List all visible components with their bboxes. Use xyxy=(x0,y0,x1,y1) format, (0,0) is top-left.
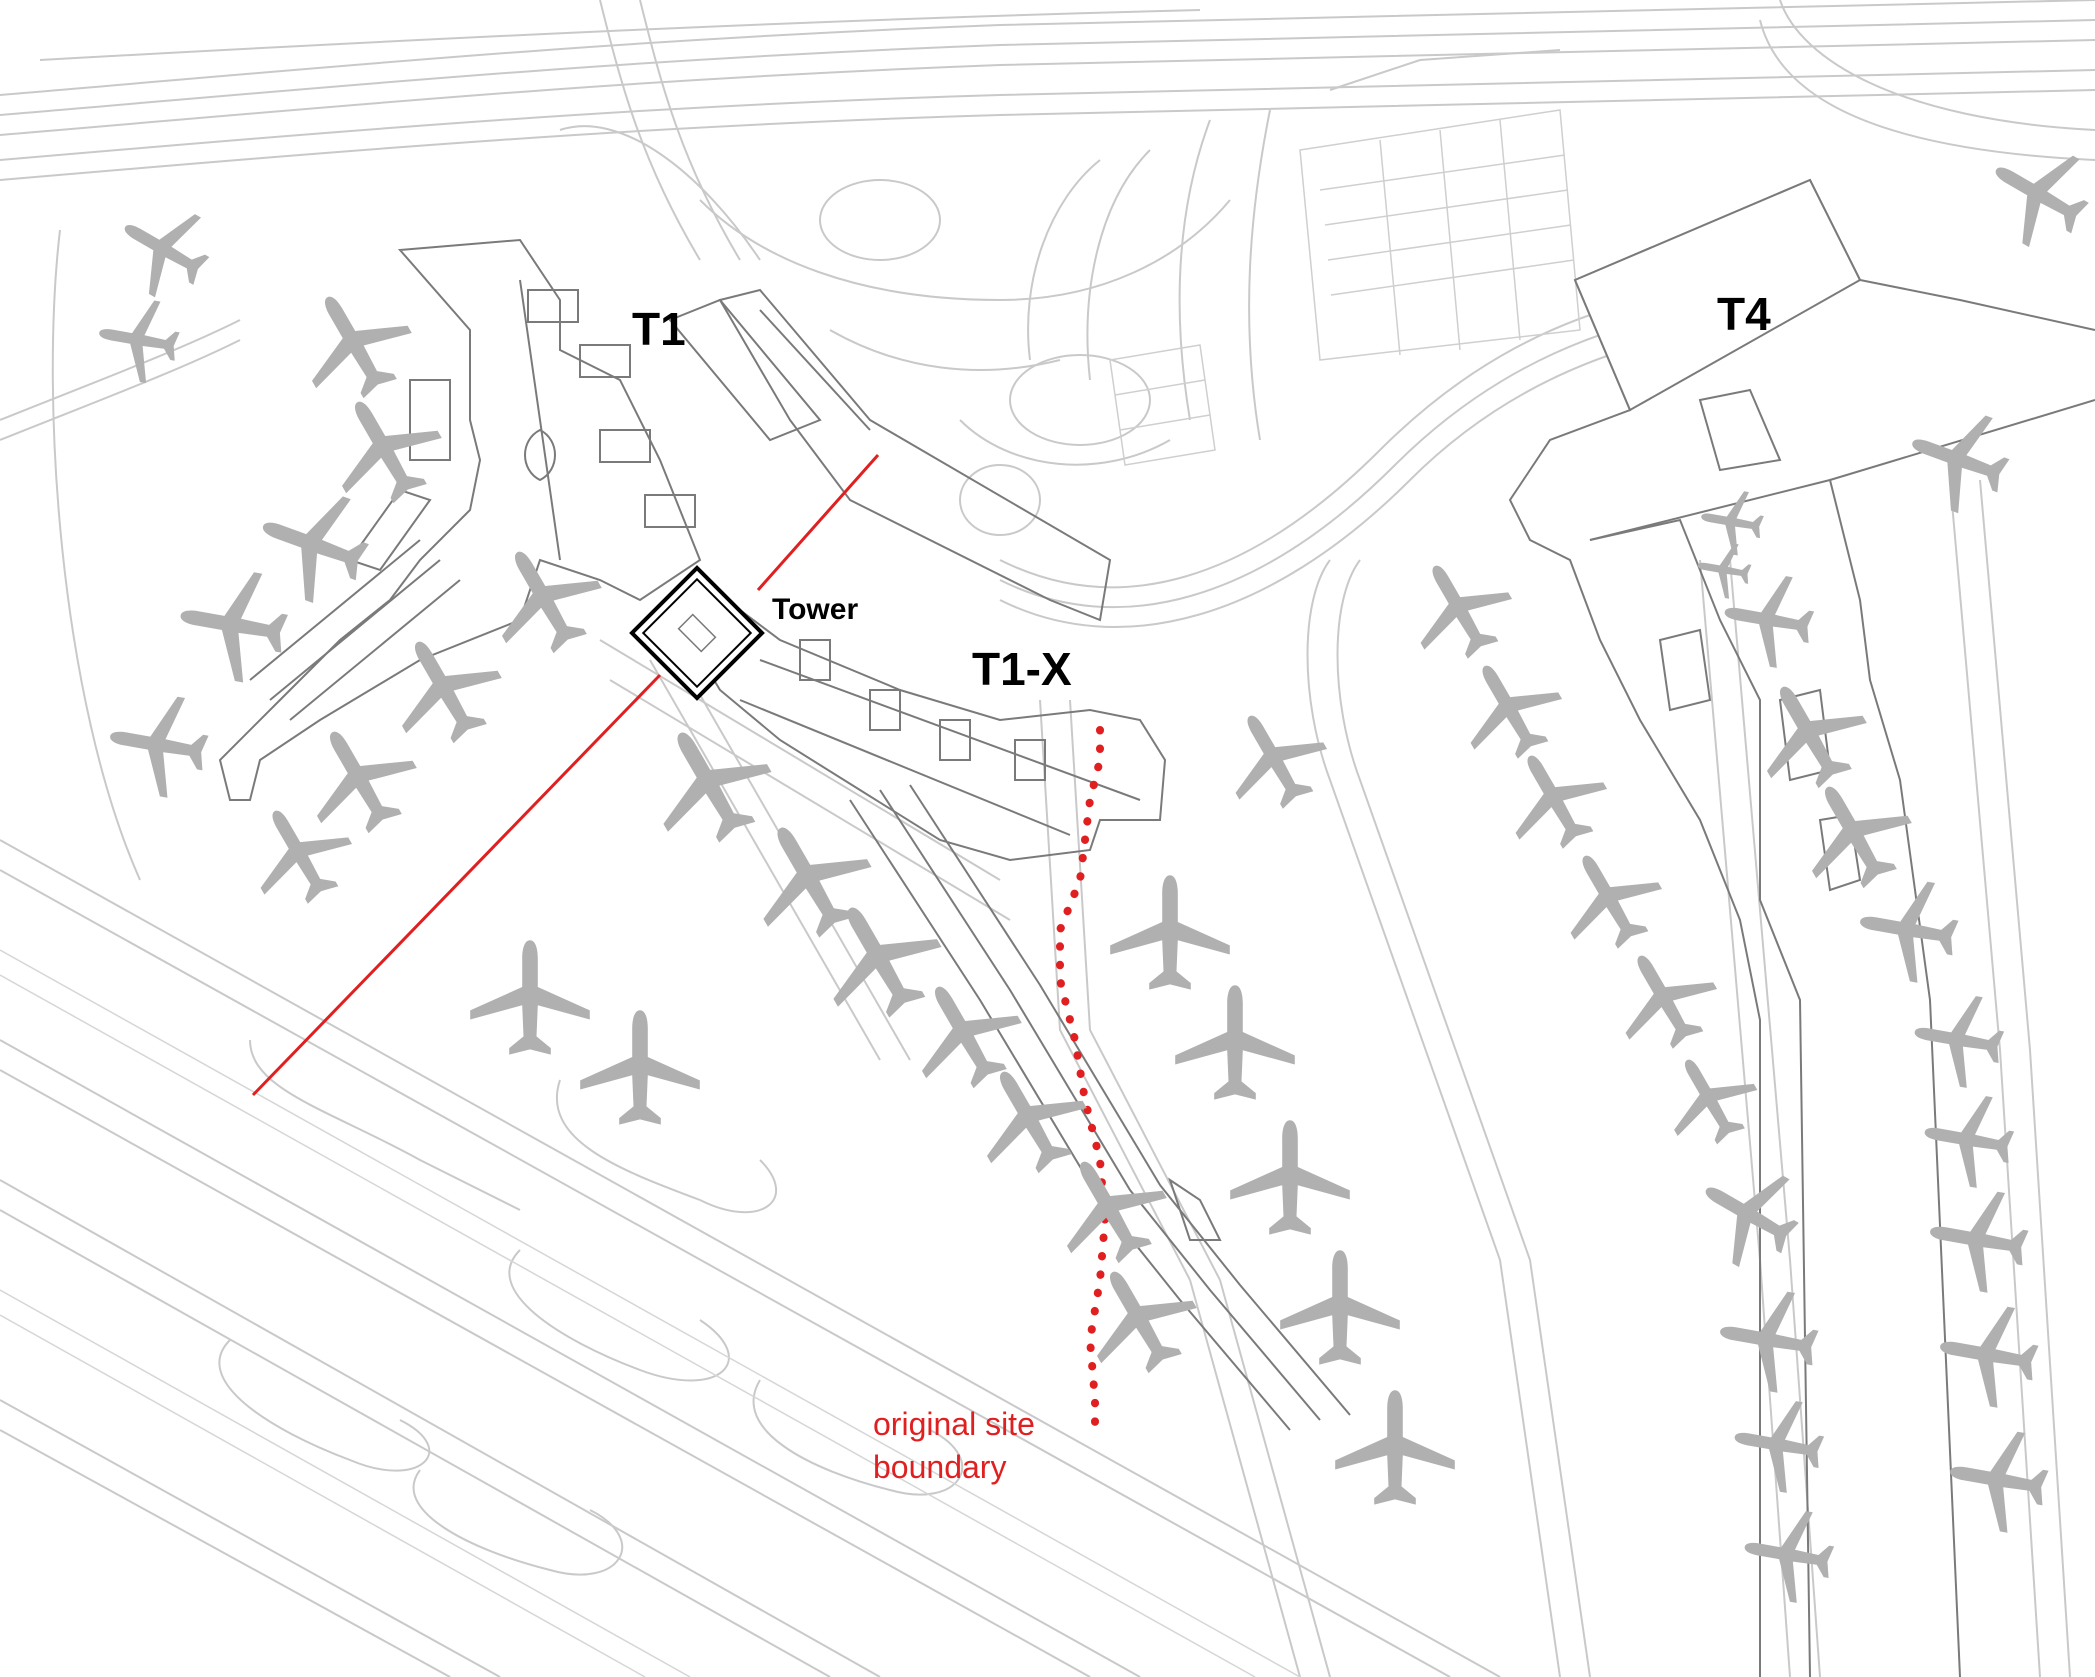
parking-lots xyxy=(1109,109,1581,466)
terminal-t4-label: T4 xyxy=(1717,288,1771,340)
access-roads xyxy=(699,179,1661,628)
original-site-boundary-label: original site boundary xyxy=(873,1403,1133,1489)
highway-lines xyxy=(0,0,2095,441)
terminal-t1-label: T1 xyxy=(632,303,686,355)
taxiways xyxy=(0,229,2071,1677)
site-line-north xyxy=(756,454,880,591)
parking-garage xyxy=(668,288,1112,622)
tower-square-icon xyxy=(629,565,765,701)
terminal-t1-building xyxy=(218,238,702,801)
runway-edges xyxy=(0,949,1301,1677)
terminal-t1x-label: T1-X xyxy=(972,643,1072,695)
terminal-t4-block xyxy=(1573,178,1862,412)
boundary-label-line-1: original site xyxy=(873,1406,1035,1442)
original-site-boundary-line xyxy=(1056,726,1110,1434)
tower-label: Tower xyxy=(772,593,859,626)
boundary-label-line-2: boundary xyxy=(873,1449,1007,1485)
site-line-south xyxy=(251,673,662,1097)
